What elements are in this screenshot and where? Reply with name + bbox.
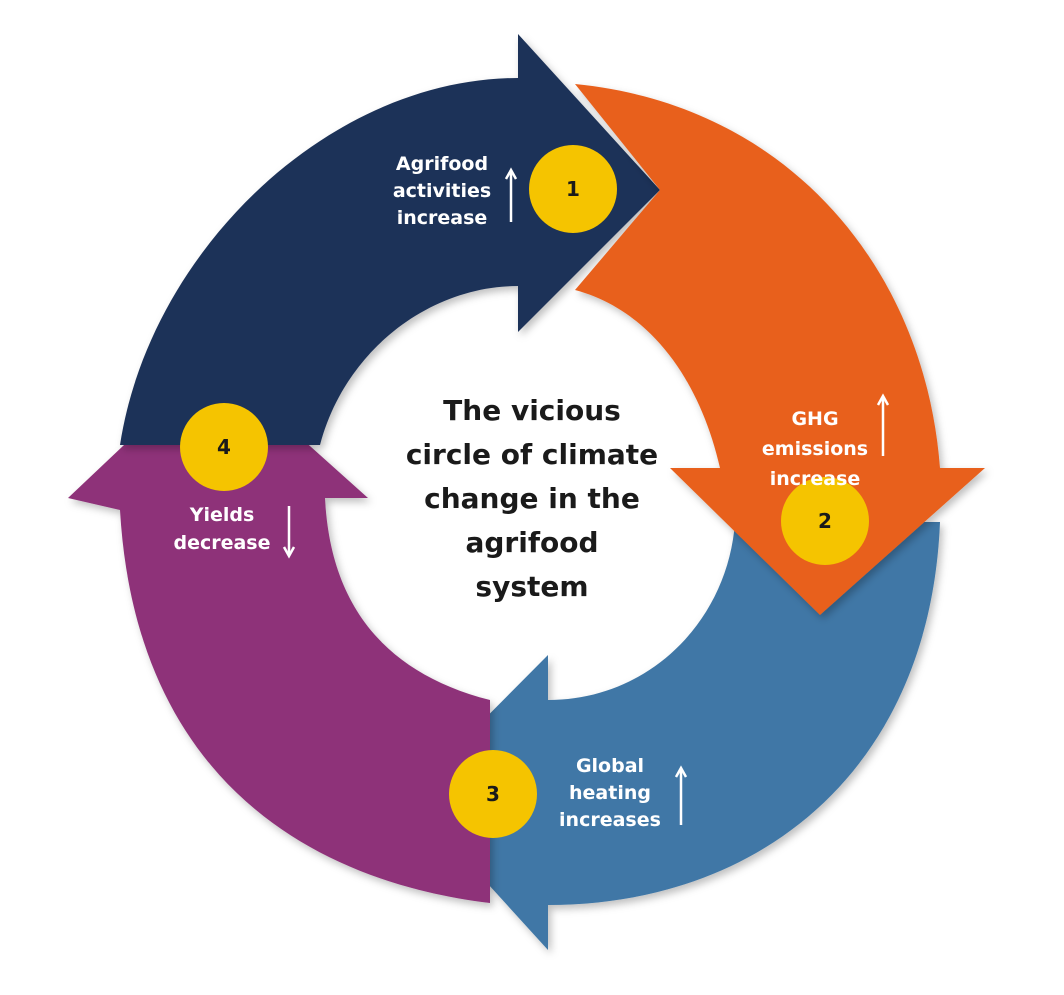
step-3-label-line: increases	[559, 809, 661, 831]
step-4-label-line: Yields	[189, 504, 255, 526]
arrow-agrifood-activities	[120, 34, 660, 445]
trend-arrow-head	[876, 393, 890, 406]
center-title-line: agrifood	[465, 526, 598, 559]
step-2-label-line: GHG	[791, 408, 838, 430]
center-title-line: The vicious	[443, 394, 621, 427]
step-1-label-line: Agrifood	[396, 153, 488, 175]
label-step-4: Yields decrease	[173, 504, 270, 554]
trend-arrow-up-icon-1	[504, 167, 518, 222]
badge-2: 2	[781, 477, 869, 565]
step-2-label-line: emissions	[762, 438, 868, 460]
step-1-label-line: increase	[397, 207, 488, 229]
badge-1: 1	[529, 145, 617, 233]
badge-number-3: 3	[486, 782, 500, 806]
center-title-line: change in the	[424, 482, 640, 515]
center-title: The vicious circle of climate change in th…	[406, 394, 658, 603]
center-title-line: circle of climate	[406, 438, 658, 471]
step-4-label-line: decrease	[173, 532, 270, 554]
label-step-3: Global heating increases	[559, 755, 661, 831]
label-step-2: GHG emissions increase	[762, 408, 868, 490]
badge-number-4: 4	[217, 435, 231, 459]
step-2-label-line: increase	[770, 468, 861, 490]
label-step-1: Agrifood activities increase	[393, 153, 491, 229]
arrow-yields	[68, 360, 490, 903]
badge-number-1: 1	[566, 177, 580, 201]
trend-arrow-head	[282, 546, 296, 559]
step-3-label-line: Global	[576, 755, 644, 777]
badge-4: 4	[180, 403, 268, 491]
trend-arrow-head	[674, 765, 688, 778]
step-1-label-line: activities	[393, 180, 491, 202]
badge-number-2: 2	[818, 509, 832, 533]
trend-arrow-head	[504, 167, 518, 180]
center-title-line: system	[475, 570, 588, 603]
arrow-global-heating	[408, 522, 940, 950]
trend-arrow-up-icon-3	[674, 765, 688, 825]
badge-3: 3	[449, 750, 537, 838]
step-3-label-line: heating	[569, 782, 651, 804]
trend-arrow-up-icon-2	[876, 393, 890, 456]
arrow-ghg-emissions	[575, 84, 985, 615]
trend-arrow-down-icon-4	[282, 506, 296, 559]
